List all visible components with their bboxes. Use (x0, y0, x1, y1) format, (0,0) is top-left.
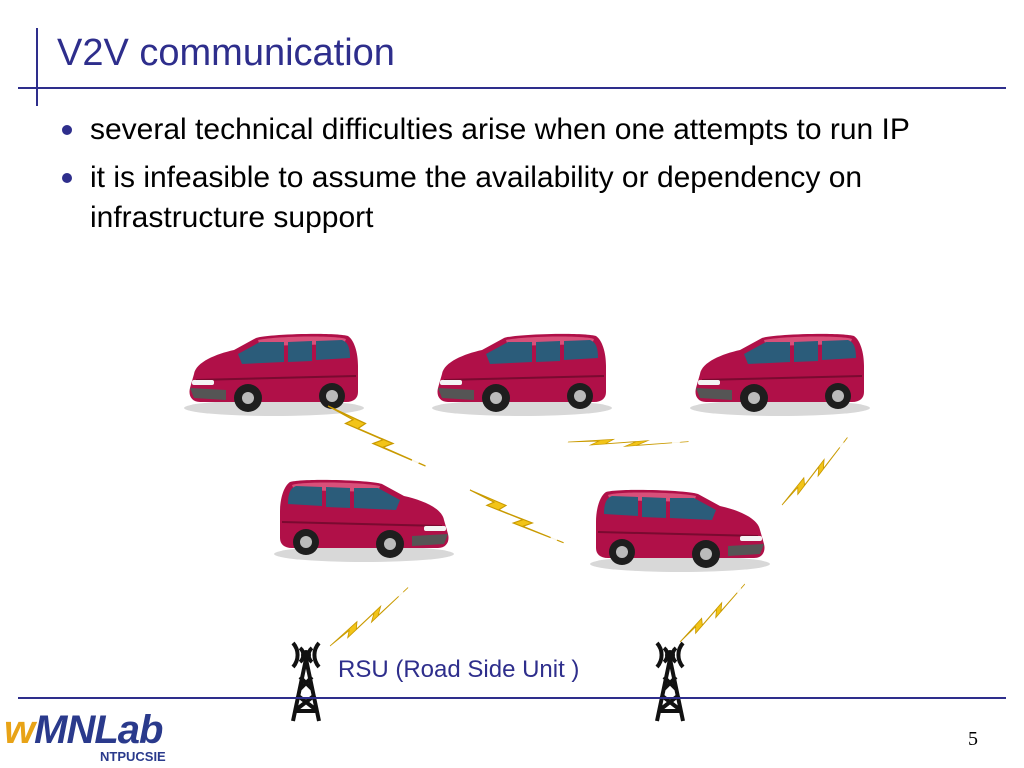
rsu-label: RSU (Road Side Unit ) (338, 656, 580, 683)
lightning-icon (329, 567, 409, 666)
page-number: 5 (968, 728, 978, 750)
bullet-item: several technical difficulties arise whe… (58, 110, 998, 150)
lightning-icon (567, 412, 690, 471)
van-icon (273, 478, 455, 563)
bullet-text: several technical difficulties arise whe… (90, 113, 910, 146)
footer-rule (18, 697, 1006, 699)
lightning-icon (781, 423, 848, 519)
antenna-tower-icon (291, 641, 321, 723)
logo-subtitle: NTPUCSIE (100, 749, 166, 764)
lightning-icon (327, 405, 427, 467)
title-horizontal-rule (18, 87, 1006, 89)
van-icon (589, 488, 771, 573)
bullet-text: it is infeasible to assume the availabil… (90, 161, 863, 234)
van-icon (183, 332, 365, 417)
logo-wordmark: wMNLab (4, 708, 163, 752)
van-icon (689, 332, 871, 417)
van-icon (431, 332, 613, 417)
antenna-tower-icon (655, 641, 685, 723)
slide-title: V2V communication (57, 32, 395, 74)
lightning-icon (679, 569, 746, 657)
wmnlab-logo: wMNLab NTPUCSIE (4, 705, 184, 765)
bullet-item: it is infeasible to assume the availabil… (58, 158, 998, 238)
bullet-dot-icon (62, 125, 72, 135)
lightning-icon (469, 489, 565, 544)
title-vertical-rule (36, 28, 38, 106)
bullet-list: several technical difficulties arise whe… (58, 110, 998, 246)
bullet-dot-icon (62, 173, 72, 183)
